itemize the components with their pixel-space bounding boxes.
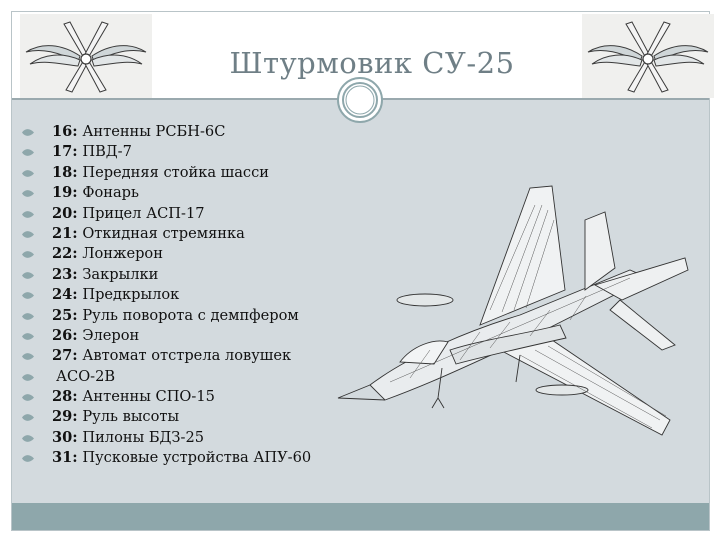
leaf-bullet-icon (22, 292, 34, 299)
list-item: 16: Антенны РСБН-6С (22, 122, 442, 142)
list-item: 27: Автомат отстрела ловушек (22, 346, 442, 366)
component-list: 16: Антенны РСБН-6С 17: ПВД-7 18: Передн… (22, 122, 442, 469)
list-item: 22: Лонжерон (22, 244, 442, 264)
double-ring-ornament-icon (337, 77, 383, 123)
su25-cutaway-illustration (337, 185, 689, 436)
leaf-bullet-icon (22, 210, 34, 218)
list-item: АСО-2В (22, 367, 442, 387)
list-item: 25: Руль поворота с демпфером (22, 306, 442, 326)
list-item: 20: Прицел АСП-17 (22, 204, 442, 224)
leaf-bullet-icon (22, 333, 34, 340)
leaf-bullet-icon (22, 129, 34, 136)
air-force-emblem-icon (20, 14, 152, 98)
air-force-emblem-icon (582, 14, 714, 98)
leaf-bullet-icon (22, 394, 34, 401)
list-item: 21: Откидная стремянка (22, 224, 442, 244)
list-item: 23: Закрылки (22, 265, 442, 285)
list-item: 18: Передняя стойка шасси (22, 163, 442, 183)
leaf-bullet-icon (22, 271, 34, 279)
leaf-bullet-icon (22, 169, 34, 177)
slide-title: Штурмовик СУ-25 (229, 46, 515, 80)
leaf-bullet-icon (22, 434, 34, 442)
list-item: 28: Антенны СПО-15 (22, 387, 442, 407)
list-item: 30: Пилоны БДЗ-25 (22, 428, 442, 448)
list-item: 26: Элерон (22, 326, 442, 346)
list-item: 19: Фонарь (22, 183, 442, 203)
leaf-bullet-icon (22, 231, 34, 238)
list-item: 24: Предкрылок (22, 285, 442, 305)
leaf-bullet-icon (22, 455, 34, 463)
leaf-bullet-icon (22, 190, 34, 198)
leaf-bullet-icon (22, 149, 34, 157)
leaf-bullet-icon (22, 312, 34, 320)
slide-frame (11, 11, 710, 531)
list-item: 17: ПВД-7 (22, 142, 442, 162)
leaf-bullet-icon (22, 251, 34, 259)
leaf-bullet-icon (22, 414, 34, 422)
list-item: 31: Пусковые устройства АПУ-60 (22, 448, 442, 468)
list-item: 29: Руль высоты (22, 407, 442, 427)
footer-bar (12, 503, 709, 530)
leaf-bullet-icon (22, 373, 34, 381)
leaf-bullet-icon (22, 353, 34, 361)
